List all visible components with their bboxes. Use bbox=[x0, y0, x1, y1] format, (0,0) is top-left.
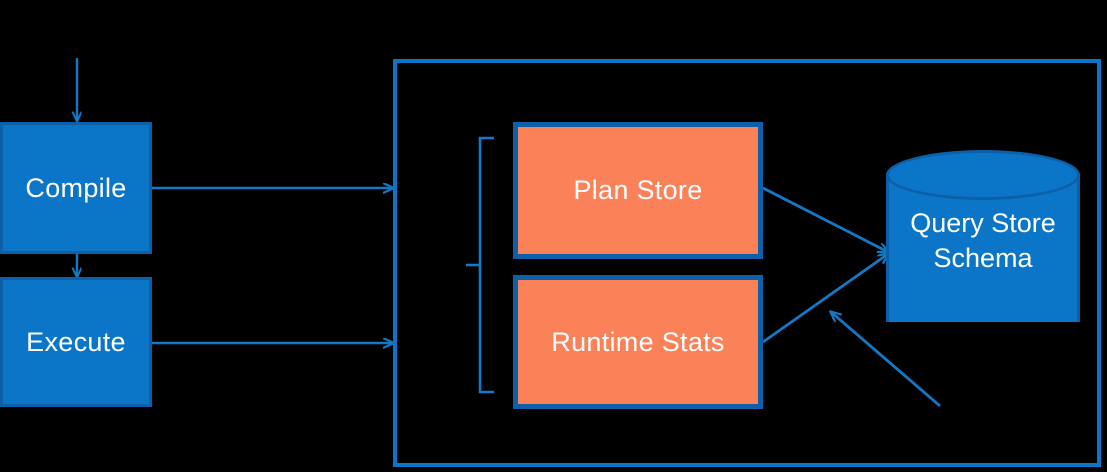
node-runtime-stats[interactable]: Runtime Stats bbox=[513, 275, 763, 409]
node-runtime-stats-label: Runtime Stats bbox=[551, 326, 725, 357]
node-query-store-schema-label: Query Store Schema bbox=[886, 206, 1080, 276]
node-query-store-schema[interactable]: Query Store Schema bbox=[886, 150, 1080, 346]
node-execute[interactable]: Execute bbox=[0, 277, 152, 407]
query-store-container bbox=[393, 59, 1101, 467]
node-query-store-schema-label-line1: Query Store bbox=[910, 208, 1056, 238]
connector-runtime-stats-to-schema bbox=[762, 254, 888, 344]
node-plan-store-label: Plan Store bbox=[573, 175, 703, 205]
connector-external-to-schema bbox=[831, 312, 941, 408]
node-execute-label: Execute bbox=[26, 326, 126, 357]
node-plan-store[interactable]: Plan Store bbox=[513, 122, 763, 259]
node-compile[interactable]: Compile bbox=[0, 122, 152, 254]
node-compile-label: Compile bbox=[25, 172, 127, 203]
connector-plan-store-to-schema bbox=[762, 186, 888, 252]
cylinder-top-ellipse bbox=[886, 150, 1080, 200]
node-query-store-schema-label-line2: Schema bbox=[933, 243, 1033, 273]
